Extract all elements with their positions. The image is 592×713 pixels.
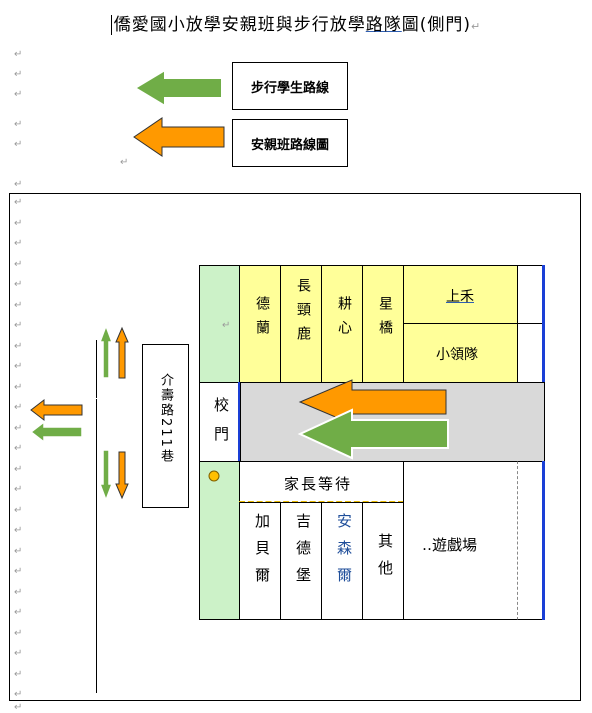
title-suffix: 圖(側門)	[401, 15, 472, 35]
paragraph-mark: ↵	[14, 607, 23, 618]
paragraph-mark: ↵	[120, 157, 129, 168]
walking-up-arrow-icon	[98, 323, 129, 379]
paragraph-mark: ↵	[14, 49, 23, 60]
left-exit-arrows-icon	[29, 398, 83, 444]
paragraph-mark: ↵	[14, 279, 23, 290]
paragraph-mark: ↵	[14, 423, 23, 434]
paragraph-mark: ↵	[14, 669, 23, 680]
playground-label: ‥遊戲場	[422, 536, 478, 554]
road-label-box: 介壽路211巷	[142, 344, 189, 508]
qita-label: 其他	[376, 533, 394, 587]
paragraph-mark: ↵	[14, 139, 23, 150]
right-cell-mid	[517, 323, 545, 383]
road-label: 介壽路211巷	[158, 373, 173, 464]
xiaolingdui-label: 小領隊	[436, 347, 478, 363]
road-edge-line	[96, 340, 97, 693]
ansener-label: 安森爾	[335, 513, 353, 594]
paragraph-mark: ↵	[14, 238, 23, 249]
afterschool-route-legend-label: 安親班路線圖	[232, 119, 348, 167]
paragraph-mark: ↵	[14, 546, 23, 557]
paragraph-mark: ↵	[14, 648, 23, 659]
paragraph-mark: ↵	[14, 464, 23, 475]
paragraph-mark: ↵	[14, 361, 23, 372]
gate-route-arrows-icon	[297, 379, 449, 460]
paragraph-mark: ↵	[14, 300, 23, 311]
right-cell-top	[517, 265, 545, 324]
blue-border-top	[542, 265, 545, 383]
paragraph-mark: ↵	[14, 89, 23, 100]
cell-gengxin: 耕心	[321, 265, 363, 383]
cell-ansener: 安森爾	[321, 502, 363, 620]
playground-cell: ‥遊戲場	[403, 461, 518, 620]
walking-route-arrow-icon	[133, 68, 223, 108]
paragraph-mark: ↵	[14, 382, 23, 393]
cell-qita: 其他	[362, 502, 404, 620]
cell-deland: 德蘭	[239, 265, 281, 383]
paragraph-mark: ↵	[14, 566, 23, 577]
paragraph-mark: ↵	[14, 341, 23, 352]
title-underlined: 路隊	[365, 15, 402, 35]
gate-blue-line	[238, 382, 241, 462]
paragraph-mark: ↵	[14, 443, 23, 454]
paragraph-mark: ↵	[14, 689, 23, 700]
paragraph-mark: ↵	[14, 197, 23, 208]
cell-changjinglu: 長頸鹿	[280, 265, 322, 383]
paragraph-mark: ↵	[14, 484, 23, 495]
green-cell-bottom	[199, 461, 240, 620]
gate-cell: 校門	[199, 382, 240, 462]
paragraph-mark: ↵	[14, 320, 23, 331]
afterschool-route-arrow-icon	[133, 117, 225, 157]
jidebao-label: 吉德堡	[294, 513, 312, 594]
paragraph-mark: ↵	[14, 179, 23, 190]
parent-wait-label: 家長等待	[284, 475, 353, 493]
text-cursor	[110, 15, 112, 35]
paragraph-mark: ↵	[14, 525, 23, 536]
map-frame	[9, 193, 581, 701]
shanghe-label: 上禾	[446, 289, 474, 305]
cell-shanghe: 上禾	[403, 265, 518, 324]
walking-down-arrow-icon	[98, 449, 129, 503]
cell-xingqiao: 星橋	[362, 265, 404, 383]
paragraph-mark: ↵	[14, 69, 23, 80]
paragraph-mark: ↵	[14, 628, 23, 639]
page-title: 僑愛國小放學安親班與步行放學路隊圖(側門)↵	[0, 10, 592, 35]
cell-xiaolingdui: 小領隊	[403, 323, 518, 383]
cell-jiabeier: 加貝爾	[239, 502, 281, 620]
paragraph-mark: ↵	[14, 505, 23, 516]
paragraph-mark: ↵	[14, 259, 23, 270]
title-prefix: 僑愛國小放學安親班與步行放學	[113, 15, 366, 35]
xingqiao-label: 星橋	[377, 296, 393, 344]
paragraph-mark: ↵	[14, 218, 23, 229]
blue-border-bottom	[542, 461, 545, 620]
jiabeier-label: 加貝爾	[253, 513, 271, 594]
deland-label: 德蘭	[254, 296, 270, 344]
cell-jidebao: 吉德堡	[280, 502, 322, 620]
gengxin-label: 耕心	[336, 296, 352, 344]
paragraph-mark: ↵	[14, 402, 23, 413]
gate-label: 校門	[212, 397, 230, 455]
green-cell-top: ↵	[199, 265, 240, 383]
marker-dot-icon	[208, 470, 220, 482]
right-cell-bottom	[517, 461, 545, 620]
paragraph-mark: ↵	[471, 20, 482, 33]
paragraph-mark: ↵	[14, 119, 23, 130]
parent-wait-cell: 家長等待	[239, 461, 404, 503]
walking-route-legend-label: 步行學生路線	[232, 62, 348, 110]
paragraph-mark: ↵	[14, 702, 23, 713]
paragraph-mark: ↵	[14, 587, 23, 598]
changjinglu-label: 長頸鹿	[295, 278, 311, 350]
